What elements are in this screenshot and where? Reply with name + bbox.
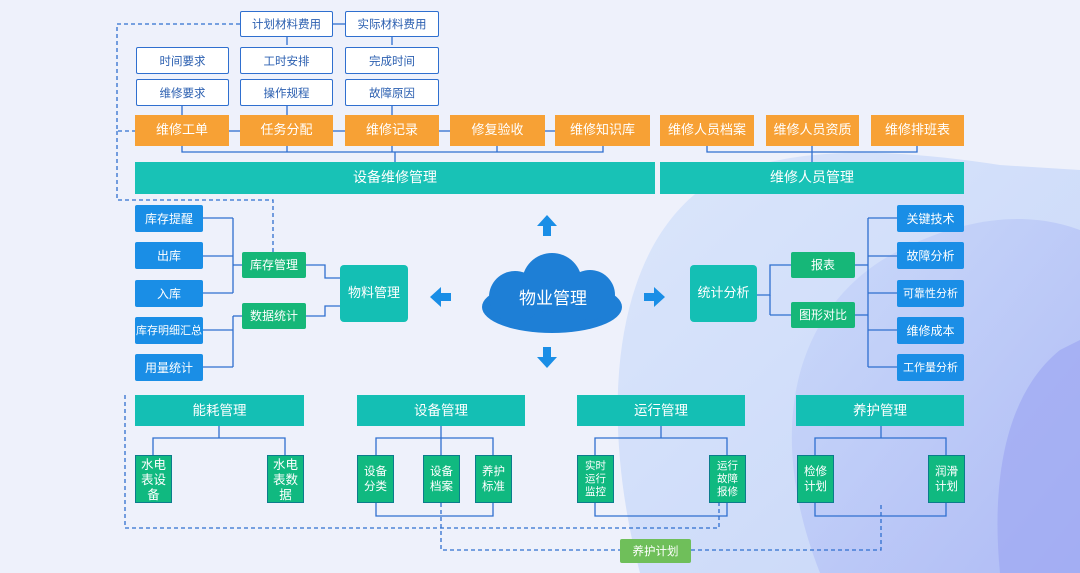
operation-management-header: 运行管理: [577, 395, 745, 426]
realtime-monitoring: 实时运行监控: [577, 455, 614, 503]
report: 报表: [791, 252, 855, 278]
operating-procedure: 操作规程: [240, 79, 333, 106]
flow-repair-record: 维修记录: [345, 115, 439, 146]
repair-requirement: 维修要求: [136, 79, 229, 106]
flow-task-assign: 任务分配: [240, 115, 333, 146]
time-requirement: 时间要求: [136, 47, 229, 74]
stock-management: 库存管理: [242, 252, 306, 278]
stats-item-key-tech: 关键技术: [897, 205, 964, 232]
actual-material-cost: 实际材料费用: [345, 11, 439, 37]
staff-management-header: 维修人员管理: [660, 162, 964, 194]
material-item-usage-stats: 用量统计: [135, 354, 203, 381]
equipment-classification: 设备分类: [357, 455, 394, 503]
lubrication-plan: 润滑计划: [928, 455, 965, 503]
maintenance-plan: 养护计划: [620, 539, 691, 563]
stats-item-reliability: 可靠性分析: [897, 280, 964, 307]
equipment-repair-header: 设备维修管理: [135, 162, 655, 194]
equipment-management-header: 设备管理: [357, 395, 525, 426]
cloud-icon: [482, 253, 622, 333]
flow-repair-acceptance: 修复验收: [450, 115, 545, 146]
material-item-inbound: 入库: [135, 280, 203, 307]
energy-meter-device: 水电表设备: [135, 455, 172, 503]
fault-cause: 故障原因: [345, 79, 439, 106]
energy-management-header: 能耗管理: [135, 395, 304, 426]
material-item-outbound: 出库: [135, 242, 203, 269]
completion-time: 完成时间: [345, 47, 439, 74]
chart-comparison: 图形对比: [791, 302, 855, 328]
work-hours-arrangement: 工时安排: [240, 47, 333, 74]
stats-item-repair-cost: 维修成本: [897, 317, 964, 344]
maintenance-standard: 养护标准: [475, 455, 512, 503]
material-item-stock-summary: 库存明细汇总: [135, 317, 203, 344]
center-label: 物业管理: [519, 289, 587, 309]
maintenance-management-header: 养护管理: [796, 395, 964, 426]
staff-archive: 维修人员档案: [660, 115, 754, 146]
material-item-stock-alert: 库存提醒: [135, 205, 203, 232]
stats-item-fault-analysis: 故障分析: [897, 242, 964, 269]
fault-repair-report: 运行故障报修: [709, 455, 746, 503]
energy-meter-data: 水电表数据: [267, 455, 304, 503]
overhaul-plan: 检修计划: [797, 455, 834, 503]
statistical-analysis: 统计分析: [690, 265, 757, 322]
material-management: 物料管理: [340, 265, 408, 322]
data-statistics: 数据统计: [242, 303, 306, 329]
stats-item-workload: 工作量分析: [897, 354, 964, 381]
equipment-archive: 设备档案: [423, 455, 460, 503]
flow-knowledge-base: 维修知识库: [555, 115, 650, 146]
staff-qualification: 维修人员资质: [766, 115, 859, 146]
staff-schedule: 维修排班表: [871, 115, 964, 146]
flow-work-order: 维修工单: [135, 115, 229, 146]
plan-material-cost: 计划材料费用: [240, 11, 333, 37]
